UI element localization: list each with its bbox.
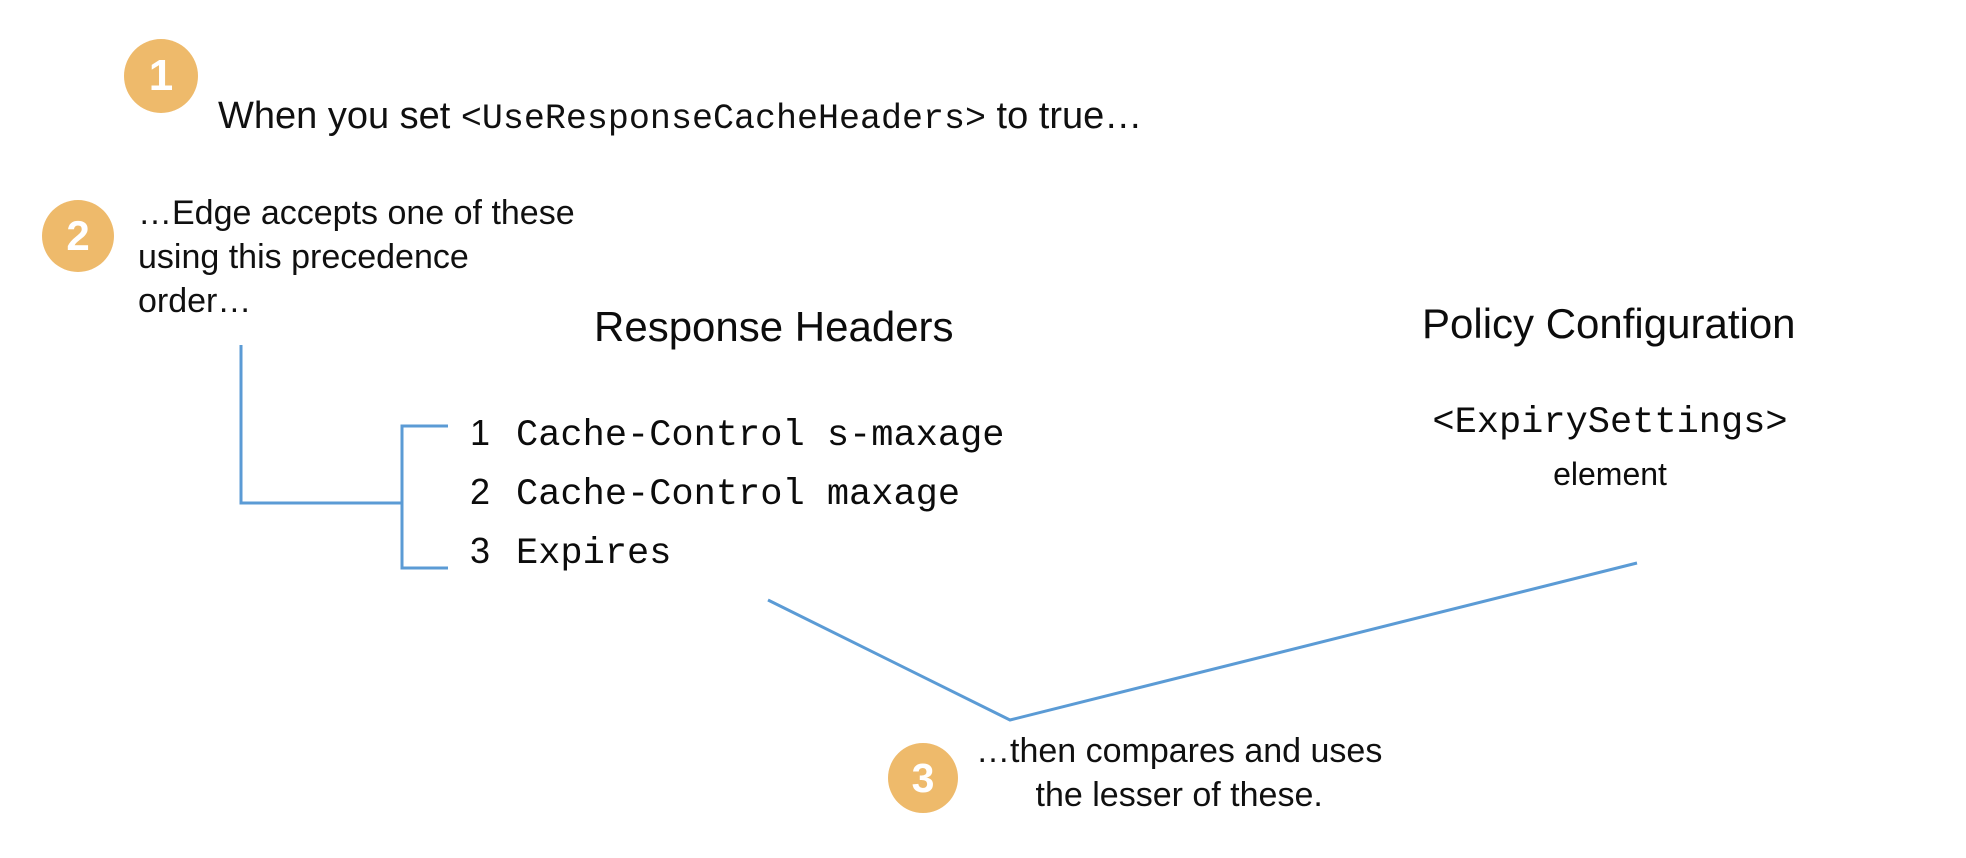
- step-badge-2: 2: [42, 200, 114, 272]
- precedence-bracket: [400, 424, 448, 570]
- response-header-name: Cache-Control s-maxage: [516, 415, 1005, 457]
- policy-configuration-body: <ExpirySettings> element: [1400, 402, 1820, 493]
- precedence-rank: 2: [470, 471, 491, 512]
- step2-elbow-connector: [239, 345, 402, 505]
- step-1-text-before: When you set: [218, 95, 461, 138]
- precedence-order-list: 1 Cache-Control s-maxage 2 Cache-Control…: [470, 412, 1004, 589]
- step-1-config-element-code: <UseResponseCacheHeaders>: [460, 99, 986, 140]
- response-headers-heading: Response Headers: [594, 303, 954, 350]
- step-badge-3: 3: [888, 743, 958, 813]
- step-2-callout: …Edge accepts one of these using this pr…: [138, 194, 575, 320]
- precedence-list-item: 1 Cache-Control s-maxage: [470, 412, 1004, 471]
- precedence-list-item: 3 Expires: [470, 530, 1004, 589]
- precedence-list-item: 2 Cache-Control maxage: [470, 471, 1004, 530]
- response-header-name: Cache-Control maxage: [516, 474, 961, 516]
- precedence-rank: 3: [470, 530, 491, 571]
- step-3-callout: …then compares and uses the lesser of th…: [976, 732, 1383, 814]
- step-1-text-after: to true…: [986, 95, 1143, 138]
- policy-element-kind-label: element: [1553, 456, 1667, 492]
- precedence-rank: 1: [470, 412, 491, 453]
- response-header-name: Expires: [516, 533, 672, 575]
- step-badge-1: 1: [124, 39, 198, 113]
- policy-configuration-heading: Policy Configuration: [1422, 300, 1796, 347]
- step-1-callout: When you set <UseResponseCacheHeaders> t…: [218, 47, 1142, 141]
- policy-element-name: <ExpirySettings>: [1432, 402, 1788, 444]
